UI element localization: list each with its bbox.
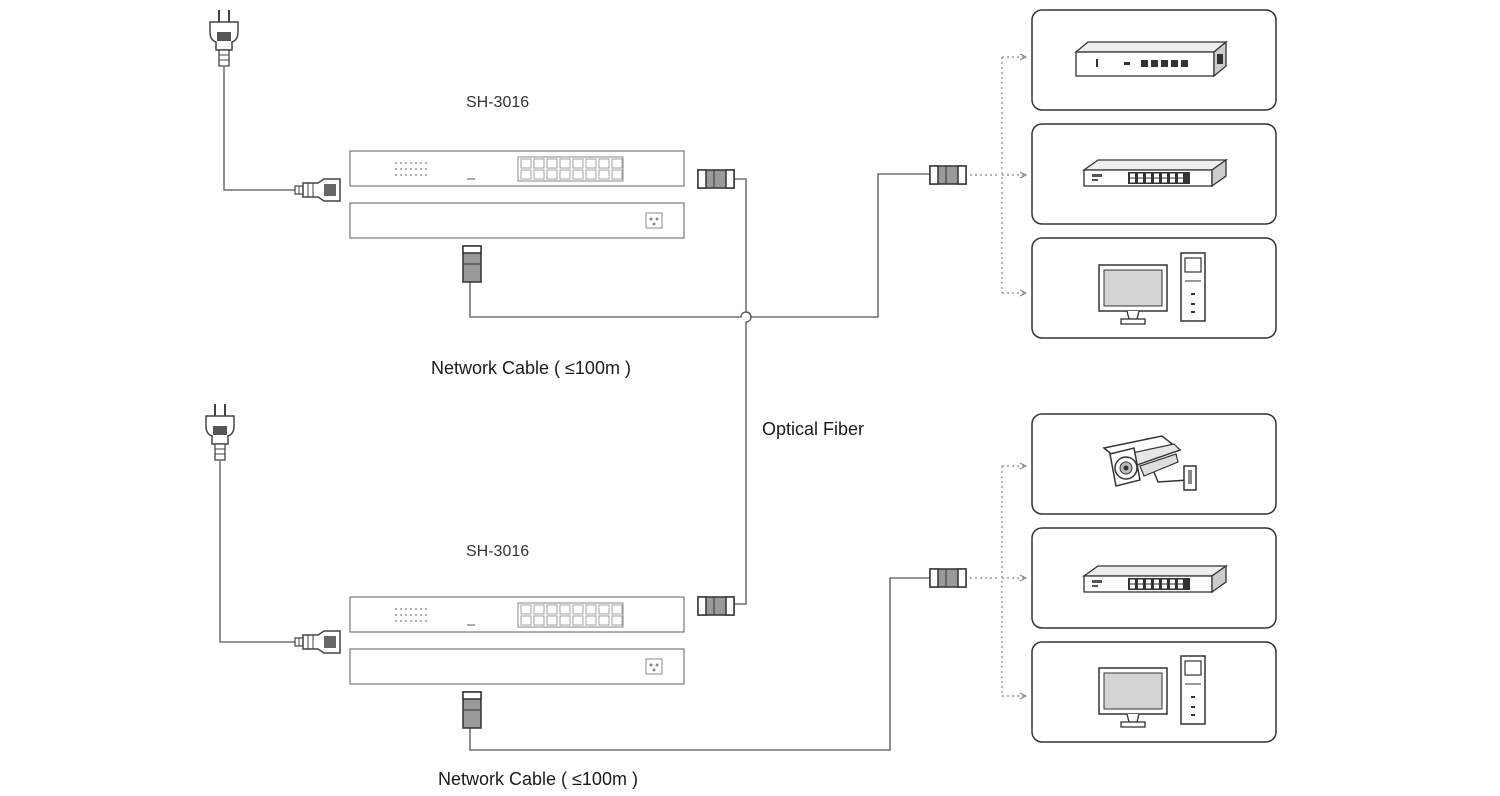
optical-fiber-label: Optical Fiber [762, 419, 865, 439]
bottom-device-box-switch [1031, 527, 1277, 629]
top-fiber-connector-icon [697, 169, 735, 189]
bottom-device-box-camera [1031, 413, 1277, 515]
top-iec-connector-icon [294, 178, 341, 202]
top-switch-sh3016 [349, 150, 685, 239]
switch-icon [1083, 565, 1227, 593]
bottom-model-label: SH-3016 [466, 543, 530, 560]
bottom-rj45-connector-icon [462, 691, 482, 729]
bottom-fiber-connector-icon [697, 596, 735, 616]
top-model-label: SH-3016 [466, 94, 530, 111]
top-network-cable [469, 173, 932, 318]
bottom-iec-connector-icon [294, 630, 341, 654]
router-icon [1075, 41, 1227, 77]
top-rj45-connector-icon [462, 245, 482, 283]
bottom-switch-sh3016 [349, 596, 685, 685]
top-device-box-router [1031, 9, 1277, 111]
top-remote-connector-icon [929, 165, 967, 185]
bottom-device-box-computer [1031, 641, 1277, 743]
bottom-remote-connector-icon [929, 568, 967, 588]
bottom-power-plug-icon [205, 403, 235, 461]
top-power-cable [223, 67, 295, 191]
bottom-network-cable-label: Network Cable ( ≤100m ) [438, 769, 638, 789]
top-device-box-computer [1031, 237, 1277, 339]
bottom-network-cable [469, 577, 932, 751]
switch-icon [1083, 159, 1227, 187]
top-power-plug-icon [209, 9, 239, 67]
top-network-cable-label: Network Cable ( ≤100m ) [431, 358, 631, 378]
optical-fiber-cable [734, 178, 752, 605]
top-device-box-switch [1031, 123, 1277, 225]
bottom-power-cable [219, 461, 295, 643]
